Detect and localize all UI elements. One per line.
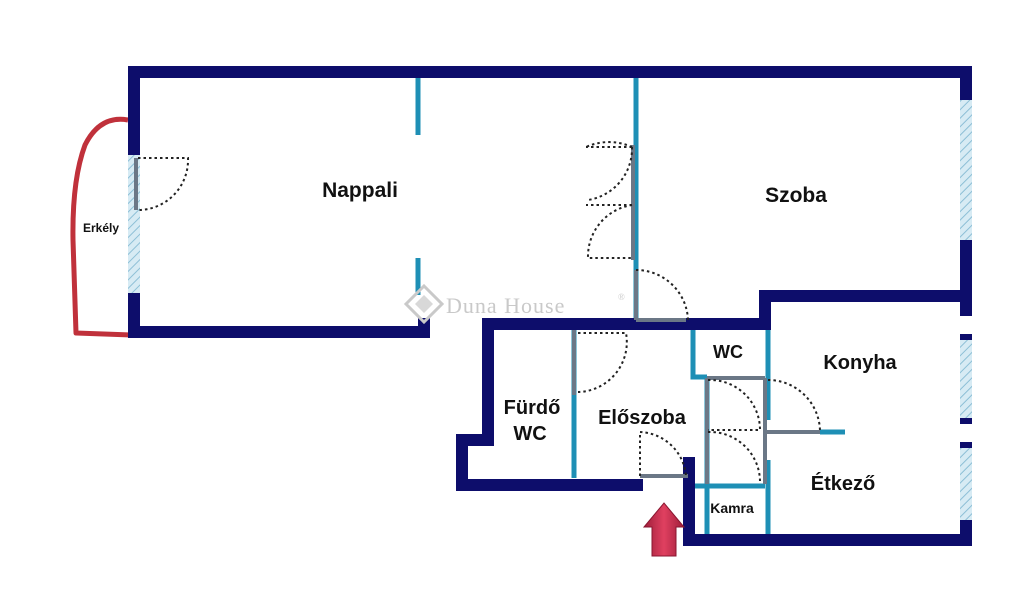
door-frames <box>134 145 820 484</box>
window-konyha <box>960 340 972 418</box>
door-hall-kitchen-upper <box>707 378 762 431</box>
room-label-konyha: Konyha <box>823 352 897 374</box>
watermark-text: Duna House <box>446 293 565 318</box>
watermark-registered: ® <box>618 292 626 302</box>
window-etkezo <box>960 448 972 520</box>
door-kitchen <box>767 379 821 433</box>
door-swings <box>137 141 821 483</box>
room-label-kamra: Kamra <box>710 500 754 516</box>
door-balcony-swing <box>137 157 190 211</box>
room-label-szoba: Szoba <box>765 184 827 207</box>
door-nappali-szoba-lower <box>586 204 633 259</box>
outer-walls <box>128 66 972 546</box>
door-kamra <box>707 430 761 483</box>
duna-house-logo-icon <box>403 283 445 325</box>
door-entrance <box>639 430 687 477</box>
room-label-furdo: Fürdő <box>504 397 561 419</box>
room-label-nappali: Nappali <box>322 179 398 202</box>
window-szoba <box>960 100 972 240</box>
room-label-eloszoba: Előszoba <box>598 407 687 429</box>
room-label-etkezo: Étkező <box>811 472 875 495</box>
room-label-furdo-wc: WC <box>513 423 546 445</box>
balcony-outline <box>70 116 131 338</box>
entrance-arrow-icon <box>642 502 686 557</box>
door-bathroom <box>577 332 628 393</box>
door-hall-nappali <box>635 269 689 321</box>
door-nappali-szoba-upper <box>585 141 633 148</box>
room-label-wc: WC <box>713 342 743 362</box>
room-label-erkely: Erkély <box>83 221 119 235</box>
